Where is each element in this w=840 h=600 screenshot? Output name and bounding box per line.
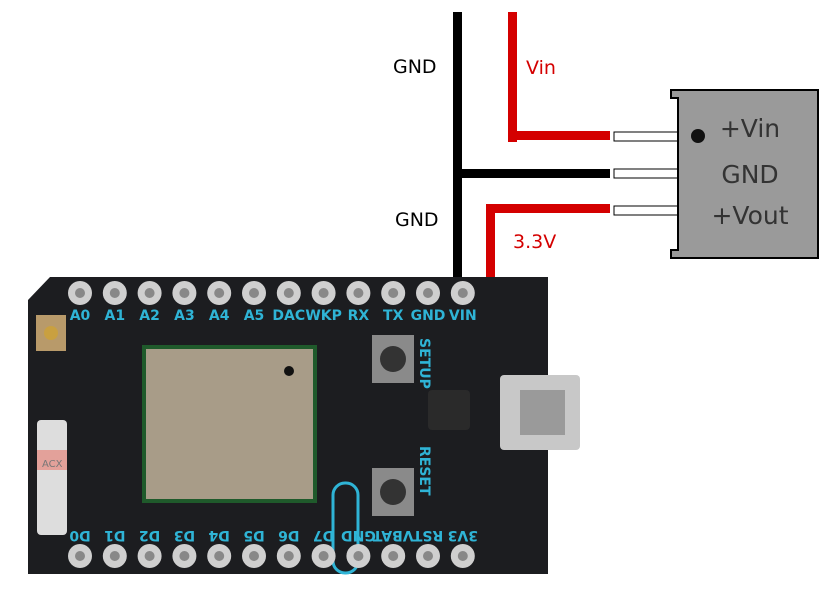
bottom-pin-label: RST bbox=[412, 527, 443, 543]
regulator-vout-label: +Vout bbox=[711, 201, 789, 230]
bottom-pin-label: D3 bbox=[174, 527, 195, 543]
top-pin-label: A2 bbox=[139, 308, 160, 324]
svg-text:ACX: ACX bbox=[42, 459, 63, 470]
vin-label: Vin bbox=[526, 57, 556, 79]
bottom-pin-label: D2 bbox=[139, 527, 160, 543]
top-pin-label: WKP bbox=[305, 308, 342, 324]
top-pin-label: TX bbox=[383, 308, 404, 324]
vin-wire bbox=[508, 12, 610, 142]
bottom-pin-label: D4 bbox=[208, 527, 230, 543]
svg-text:RESET: RESET bbox=[416, 446, 432, 496]
top-pin-label: VIN bbox=[449, 308, 477, 324]
top-pin-label: A4 bbox=[209, 308, 230, 324]
bottom-pin-label: GND bbox=[341, 527, 376, 543]
top-pin-label: A5 bbox=[244, 308, 265, 324]
bottom-pin-label: VBAT bbox=[372, 527, 413, 543]
bottom-pin-label: D5 bbox=[243, 527, 264, 543]
gnd-wire bbox=[453, 12, 610, 277]
pin1-dot bbox=[691, 129, 705, 143]
svg-text:SETUP: SETUP bbox=[416, 338, 432, 389]
bottom-pin-label: 3V3 bbox=[448, 527, 478, 543]
regulator-gnd-label: GND bbox=[721, 160, 779, 189]
top-pin-label: A1 bbox=[105, 308, 126, 324]
top-pin-label: RX bbox=[348, 308, 370, 324]
antenna-chip bbox=[37, 420, 67, 535]
voltage-regulator bbox=[613, 89, 819, 259]
gnd-label-bottom: GND bbox=[395, 209, 439, 231]
v33-label: 3.3V bbox=[513, 231, 557, 253]
top-pin-label: DAC bbox=[272, 308, 305, 324]
bottom-pin-label: D1 bbox=[104, 527, 125, 543]
bottom-pin-label: D6 bbox=[278, 527, 299, 543]
bottom-pin-label: D0 bbox=[69, 527, 91, 543]
gnd-label-top: GND bbox=[393, 56, 437, 78]
regulator-vin-label: +Vin bbox=[719, 114, 781, 143]
v33-wire bbox=[486, 204, 610, 277]
top-pin-label: A0 bbox=[70, 308, 91, 324]
top-pin-label: A3 bbox=[174, 308, 195, 324]
top-pin-label: GND bbox=[411, 308, 446, 324]
bottom-pin-label: D7 bbox=[313, 527, 334, 543]
